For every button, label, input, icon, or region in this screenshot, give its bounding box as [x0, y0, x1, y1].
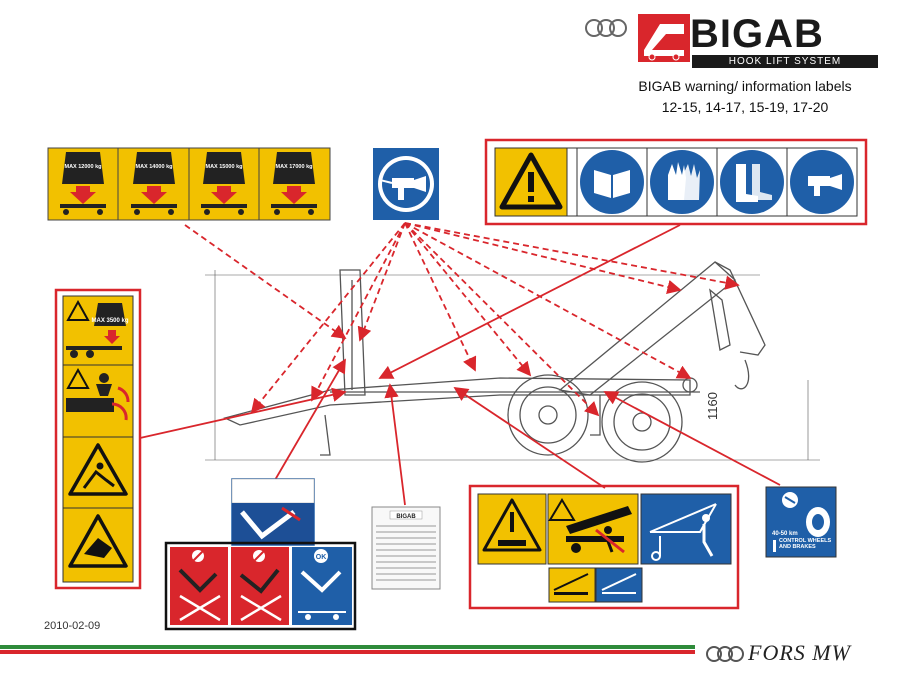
lever-ok-panel: [298, 549, 346, 620]
lever-position-label: [231, 478, 315, 546]
control-text-wrap: CONTROL WHEELS AND BRAKES: [779, 538, 832, 550]
max-load-text-1: MAX 12000 kg: [65, 164, 102, 170]
tipping-panel-frame: [468, 484, 740, 610]
entanglement-hazard-sign: [68, 514, 128, 568]
safety-boots-icon: [720, 150, 784, 214]
dashed-arrows: [184, 222, 740, 417]
lever-panel-frame: [164, 541, 357, 631]
hand-crush-sign: [482, 498, 542, 552]
left-label-stack: [62, 295, 134, 583]
hooklift-trailer-drawing: [205, 261, 820, 463]
footer-brand: FORS MW: [748, 640, 851, 665]
left-panel-frame: [54, 288, 142, 590]
fors-rings-icon: [585, 14, 690, 62]
fors-footer-rings-icon: [706, 646, 744, 662]
max-small-text: MAX 3500 kg: [91, 318, 128, 324]
brand-tagline: HOOK LIFT SYSTEM: [692, 55, 878, 68]
lever-forbidden-2: [239, 550, 282, 622]
max-load-label-2: [131, 152, 177, 215]
speed-text: 40-50 km: [772, 531, 798, 537]
brand-name: BIGAB: [690, 12, 824, 56]
solid-arrows: [139, 224, 781, 506]
slip-hazard-sign: [68, 443, 128, 496]
subtitle-line-2: 12-15, 14-17, 15-19, 17-20: [661, 99, 829, 115]
subtitle-line-1: BIGAB warning/ information labels: [638, 78, 852, 94]
page-subtitle: BIGAB warning/ information labels 12-15,…: [600, 76, 890, 118]
max-load-label-1: [60, 152, 106, 215]
document-date: 2010-02-09: [44, 620, 101, 632]
max-load-text-3: MAX 15000 kg: [206, 164, 243, 170]
max-load-coupling-sign: [66, 299, 126, 358]
dimension-label: 1160: [705, 392, 720, 420]
crush-warning-sign: [66, 367, 130, 421]
max-load-text-4: MAX 17000 kg: [276, 164, 313, 170]
read-manual-icon: [580, 150, 644, 214]
bigab-logo: BIGAB HOOK LIFT SYSTEM: [580, 10, 885, 68]
lever-forbidden-1: [178, 550, 221, 622]
type-plate-brand: BIGAB: [396, 514, 416, 520]
max-load-label-3: [201, 152, 247, 215]
footer-stripes: [0, 645, 695, 654]
gloves-icon: [650, 150, 714, 214]
tipping-support-sign: [649, 503, 717, 561]
ppe-panel-frame: [484, 138, 868, 226]
warning-triangle-icon: [499, 152, 563, 210]
control-text: CONTROL WHEELS AND BRAKES: [779, 538, 832, 550]
grease-gun-sign: [373, 148, 439, 220]
ok-text: OK: [316, 554, 327, 561]
tipping-small-labels: [548, 567, 643, 603]
max-load-text-2: MAX 14000 kg: [136, 164, 173, 170]
wheel-check-label: [765, 486, 837, 558]
tipping-crush-sign: [548, 498, 632, 554]
grease-gun-icon: [790, 150, 854, 214]
max-load-label-4: [271, 152, 317, 215]
type-plate: [371, 506, 441, 590]
